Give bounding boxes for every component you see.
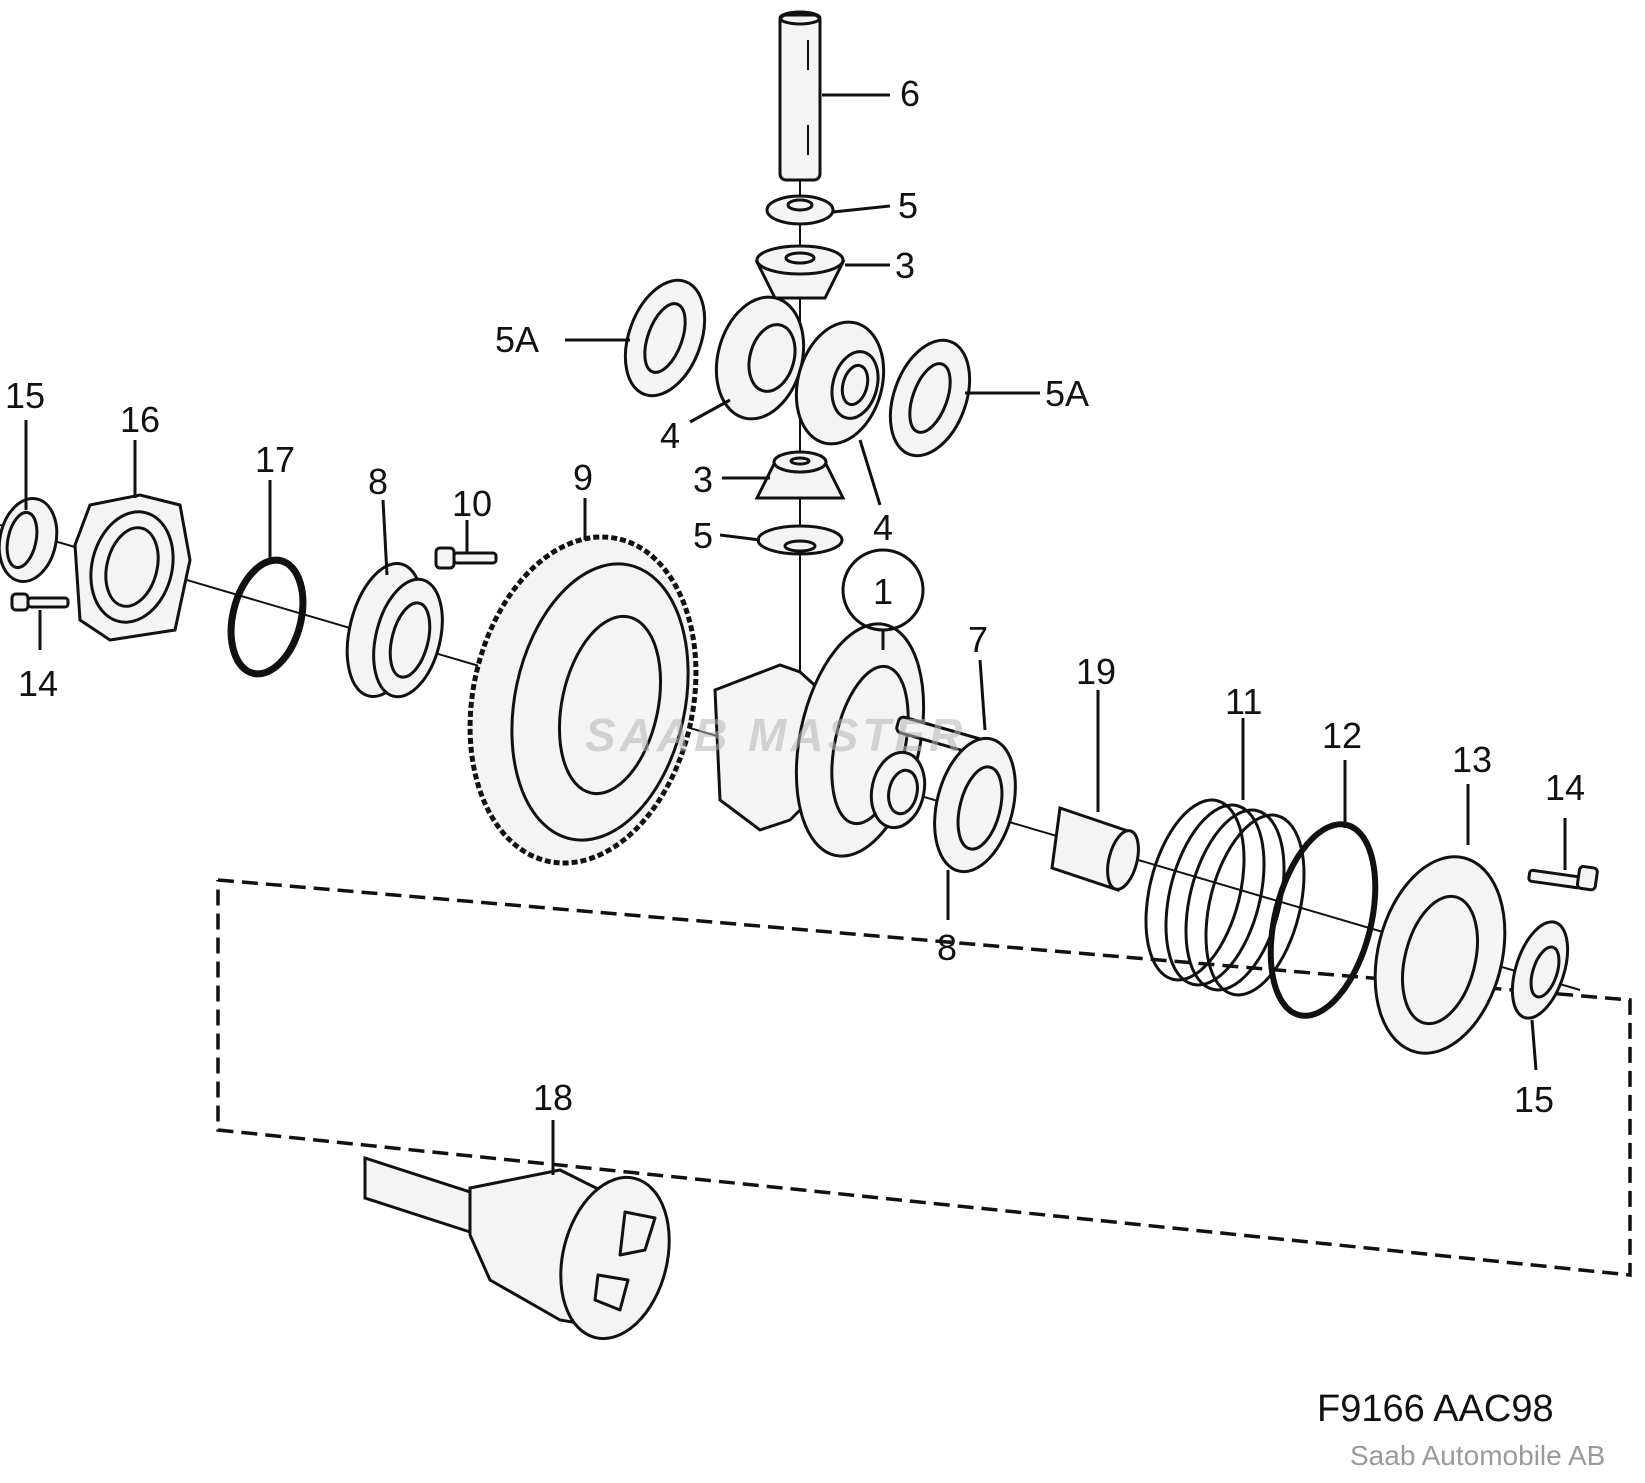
inner-cv-joint-part-18 [363, 1155, 671, 1341]
callout-1: 1 [873, 571, 893, 612]
pinion-gear-part-3-top [754, 244, 846, 300]
callout-15-left: 15 [5, 375, 45, 416]
dashed-bracket [216, 878, 1632, 1277]
oil-seal-part-15-left [0, 497, 59, 583]
callout-14-right: 14 [1545, 767, 1585, 808]
callout-13: 13 [1452, 739, 1492, 780]
o-ring-part-12 [1267, 821, 1379, 1019]
callout-9: 9 [573, 457, 593, 498]
shim-pack-part-11 [1144, 798, 1306, 997]
callout-5-bottom: 5 [693, 515, 713, 556]
callout-8-bottom: 8 [937, 927, 957, 968]
callout-10: 10 [452, 483, 492, 524]
callout-5a-right: 5A [1045, 373, 1089, 414]
oil-seal-part-15-right [1510, 920, 1570, 1020]
figure-reference-code: F9166 AAC98 [1317, 1388, 1554, 1430]
tapered-bearing-part-8-right [933, 736, 1017, 874]
callout-11: 11 [1225, 681, 1262, 722]
callout-6: 6 [900, 73, 920, 114]
bolt-part-10 [434, 546, 498, 570]
callout-3-top: 3 [895, 245, 915, 286]
callout-12: 12 [1322, 715, 1362, 756]
bearing-cover-part-13 [1373, 855, 1507, 1055]
callout-15-right: 15 [1514, 1079, 1554, 1120]
bolt-part-14-right [1527, 865, 1599, 892]
shaft-part-6 [778, 10, 822, 182]
callout-8-left: 8 [368, 461, 388, 502]
callout-16: 16 [120, 399, 160, 440]
callout-18: 18 [533, 1077, 573, 1118]
leader-lines [24, 93, 1567, 1175]
pinion-gear-part-3-bottom [754, 450, 846, 500]
callout-4-left: 4 [660, 415, 680, 456]
callout-19: 19 [1076, 651, 1116, 692]
differential-case-part-1 [713, 622, 927, 858]
watermark: SAAB MASTER [585, 709, 967, 761]
thrust-washer-part-5a-left [623, 278, 707, 398]
bolt-part-14-left [10, 592, 70, 612]
side-gear-part-4-right [794, 320, 886, 446]
bearing-housing-part-16 [73, 493, 192, 642]
snap-ring-part-17 [227, 556, 307, 678]
ring-gear-part-9 [467, 534, 699, 866]
thrust-washer-part-5a-right [888, 338, 972, 458]
callout-17: 17 [255, 439, 295, 480]
callout-14-left: 14 [18, 663, 58, 704]
callout-4-right: 4 [873, 507, 893, 548]
callout-5a-left: 5A [495, 319, 539, 360]
tapered-bearing-part-8-left [345, 561, 444, 699]
callout-5-top: 5 [898, 185, 918, 226]
callout-7: 7 [968, 619, 988, 660]
spacer-sleeve-part-19 [1050, 805, 1140, 893]
callout-3-bottom: 3 [693, 459, 713, 500]
copyright-notice: Saab Automobile AB [1350, 1440, 1606, 1471]
